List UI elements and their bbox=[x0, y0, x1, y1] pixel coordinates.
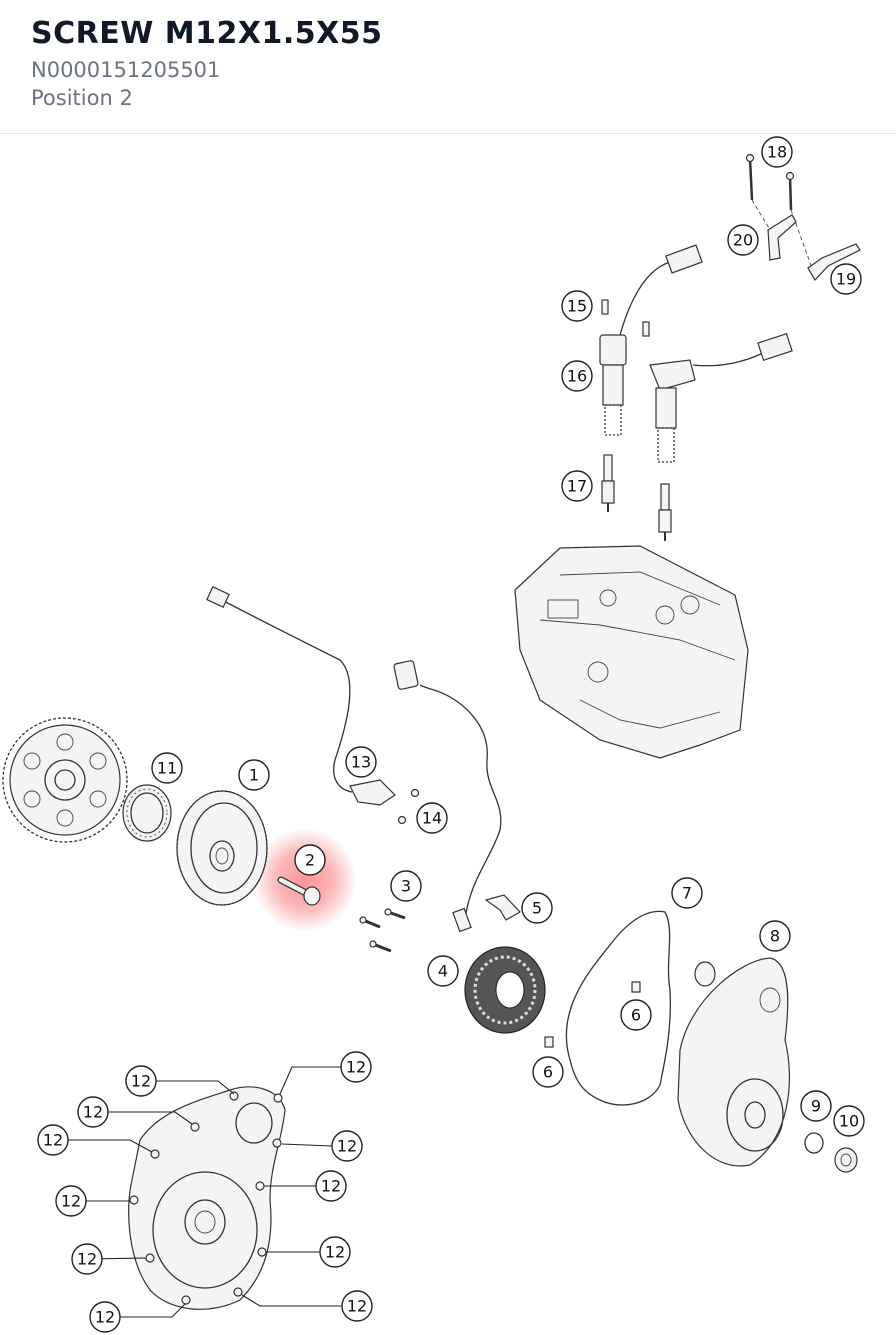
callout-12[interactable]: 12 bbox=[37, 1124, 69, 1156]
stator-screws-part bbox=[359, 908, 406, 953]
part-number: N0000151205501 bbox=[31, 58, 221, 82]
callout-15[interactable]: 15 bbox=[561, 290, 593, 322]
callout-12[interactable]: 12 bbox=[71, 1243, 103, 1275]
callout-12[interactable]: 12 bbox=[331, 1130, 363, 1162]
svg-text:8: 8 bbox=[770, 927, 780, 946]
page-header: SCREW M12X1.5X55 N0000151205501 Position… bbox=[0, 0, 896, 134]
rear-cover-part bbox=[128, 1086, 286, 1310]
svg-text:17: 17 bbox=[567, 477, 587, 496]
callout-12[interactable]: 12 bbox=[340, 1051, 372, 1083]
svg-text:10: 10 bbox=[839, 1112, 859, 1131]
gasket-part bbox=[565, 910, 671, 1106]
cable-clip-part bbox=[484, 894, 521, 921]
svg-text:9: 9 bbox=[811, 1097, 821, 1116]
svg-text:12: 12 bbox=[43, 1131, 63, 1150]
dowel-pin-part bbox=[631, 981, 641, 993]
coil-cable-part bbox=[692, 351, 766, 367]
seal-ring-part bbox=[694, 961, 716, 987]
callout-12[interactable]: 12 bbox=[55, 1185, 87, 1217]
callout-2[interactable]: 2 bbox=[294, 844, 326, 876]
svg-text:12: 12 bbox=[325, 1243, 345, 1262]
svg-text:14: 14 bbox=[422, 809, 442, 828]
svg-text:1: 1 bbox=[249, 766, 259, 785]
callout-12[interactable]: 12 bbox=[77, 1096, 109, 1128]
crank-sensor-part bbox=[349, 779, 396, 806]
svg-text:12: 12 bbox=[61, 1192, 81, 1211]
callout-1[interactable]: 1 bbox=[238, 759, 270, 791]
svg-text:12: 12 bbox=[337, 1137, 357, 1156]
flywheel-part bbox=[176, 790, 268, 906]
svg-text:4: 4 bbox=[438, 962, 448, 981]
callout-4[interactable]: 4 bbox=[427, 955, 459, 987]
callout-19[interactable]: 19 bbox=[830, 263, 862, 295]
ignition-cover-part bbox=[677, 957, 790, 1167]
svg-text:11: 11 bbox=[157, 759, 177, 778]
plug-cap-part bbox=[834, 1147, 858, 1173]
dowel-pin-part bbox=[544, 1036, 554, 1048]
svg-text:20: 20 bbox=[733, 231, 753, 250]
svg-text:5: 5 bbox=[532, 899, 542, 918]
callout-5[interactable]: 5 bbox=[521, 892, 553, 924]
highlight-marker bbox=[253, 828, 357, 932]
callout-17[interactable]: 17 bbox=[561, 470, 593, 502]
callout-6b[interactable]: 6 bbox=[532, 1056, 564, 1088]
coil-cable-part bbox=[619, 261, 671, 336]
svg-text:12: 12 bbox=[83, 1103, 103, 1122]
callout-12[interactable]: 12 bbox=[341, 1290, 373, 1322]
bearing-part bbox=[122, 784, 172, 842]
stator-part bbox=[464, 946, 546, 1034]
callout-6a[interactable]: 6 bbox=[620, 999, 652, 1031]
svg-text:19: 19 bbox=[836, 270, 856, 289]
svg-text:3: 3 bbox=[401, 877, 411, 896]
callout-18[interactable]: 18 bbox=[761, 136, 793, 168]
svg-text:7: 7 bbox=[682, 884, 692, 903]
svg-text:2: 2 bbox=[305, 851, 315, 870]
washer-part bbox=[804, 1132, 824, 1154]
callout-11[interactable]: 11 bbox=[151, 752, 183, 784]
ignition-coil-part bbox=[599, 334, 696, 463]
callout-12[interactable]: 12 bbox=[319, 1236, 351, 1268]
svg-text:6: 6 bbox=[543, 1063, 553, 1082]
coil-bolt-part bbox=[601, 299, 609, 315]
svg-text:12: 12 bbox=[77, 1250, 97, 1269]
coil-bolt-part bbox=[642, 321, 650, 337]
svg-text:18: 18 bbox=[767, 143, 787, 162]
screw-m12-part bbox=[277, 876, 321, 906]
callout-3[interactable]: 3 bbox=[390, 870, 422, 902]
spark-plug-part bbox=[601, 454, 672, 541]
position-label: Position 2 bbox=[31, 86, 133, 110]
callout-7[interactable]: 7 bbox=[671, 877, 703, 909]
svg-text:12: 12 bbox=[131, 1072, 151, 1091]
callout-9[interactable]: 9 bbox=[800, 1090, 832, 1122]
svg-text:12: 12 bbox=[95, 1308, 115, 1327]
callout-12[interactable]: 12 bbox=[315, 1170, 347, 1202]
callout-12[interactable]: 12 bbox=[89, 1301, 121, 1333]
svg-text:15: 15 bbox=[567, 297, 587, 316]
callout-12[interactable]: 12 bbox=[125, 1065, 157, 1097]
callout-20[interactable]: 20 bbox=[727, 224, 759, 256]
callout-14[interactable]: 14 bbox=[416, 802, 448, 834]
svg-text:12: 12 bbox=[321, 1177, 341, 1196]
callout-13[interactable]: 13 bbox=[345, 746, 377, 778]
ring-gear-part bbox=[2, 717, 128, 843]
callout-10[interactable]: 10 bbox=[833, 1105, 865, 1137]
sensor-bolts-part bbox=[397, 788, 420, 825]
callout-16[interactable]: 16 bbox=[561, 360, 593, 392]
svg-text:6: 6 bbox=[631, 1006, 641, 1025]
page-title: SCREW M12X1.5X55 bbox=[31, 16, 383, 51]
svg-text:12: 12 bbox=[347, 1297, 367, 1316]
sensor-cable-part bbox=[217, 597, 353, 793]
engine-block-part bbox=[514, 545, 749, 759]
exploded-parts-diagram: 1 2 3 4 5 6 6 7 8 9 10 11 12 12 12 12 12… bbox=[2, 136, 865, 1333]
stator-cable-part bbox=[419, 684, 502, 921]
bracket-part bbox=[807, 243, 861, 282]
svg-text:16: 16 bbox=[567, 367, 587, 386]
svg-text:13: 13 bbox=[351, 753, 371, 772]
svg-text:12: 12 bbox=[346, 1058, 366, 1077]
bracket-part bbox=[767, 214, 797, 261]
callout-8[interactable]: 8 bbox=[759, 920, 791, 952]
